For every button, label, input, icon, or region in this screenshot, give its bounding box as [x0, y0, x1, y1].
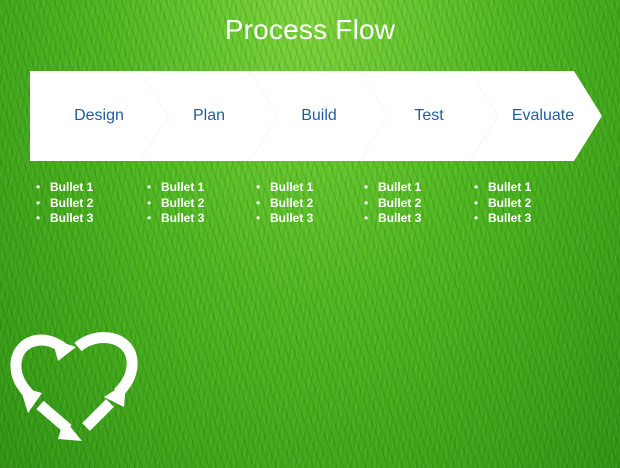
- bullet-item: Bullet 2: [36, 196, 93, 212]
- slide-title: Process Flow: [224, 14, 396, 45]
- bullet-list-evaluate: Bullet 1 Bullet 2 Bullet 3: [474, 180, 531, 227]
- step-label: Design: [74, 107, 124, 124]
- bullet-list-build: Bullet 1 Bullet 2 Bullet 3: [256, 180, 313, 227]
- bullet-item: Bullet 2: [256, 196, 313, 212]
- bullet-list-design: Bullet 1 Bullet 2 Bullet 3: [36, 180, 93, 227]
- bullet-item: Bullet 2: [147, 196, 204, 212]
- bullet-item: Bullet 3: [256, 211, 313, 227]
- recycle-heart-icon: [10, 332, 138, 441]
- bullet-list-plan: Bullet 1 Bullet 2 Bullet 3: [147, 180, 204, 227]
- bullet-item: Bullet 1: [474, 180, 531, 196]
- bullet-item: Bullet 3: [474, 211, 531, 227]
- bullet-item: Bullet 1: [364, 180, 421, 196]
- bullet-item: Bullet 2: [474, 196, 531, 212]
- bullet-item: Bullet 3: [147, 211, 204, 227]
- step-label: Plan: [192, 107, 226, 124]
- bullet-item: Bullet 3: [364, 211, 421, 227]
- bullet-item: Bullet 1: [256, 180, 313, 196]
- bullet-item: Bullet 1: [147, 180, 204, 196]
- chevron-step-build: Build: [250, 71, 388, 161]
- bullet-item: Bullet 2: [364, 196, 421, 212]
- chevron-step-design: Design: [30, 71, 168, 161]
- step-label: Build: [301, 107, 337, 124]
- bullet-item: Bullet 1: [36, 180, 93, 196]
- step-label: Test: [414, 107, 444, 124]
- step-label: Evaluate: [511, 107, 575, 124]
- bullet-list-test: Bullet 1 Bullet 2 Bullet 3: [364, 180, 421, 227]
- bullet-item: Bullet 3: [36, 211, 93, 227]
